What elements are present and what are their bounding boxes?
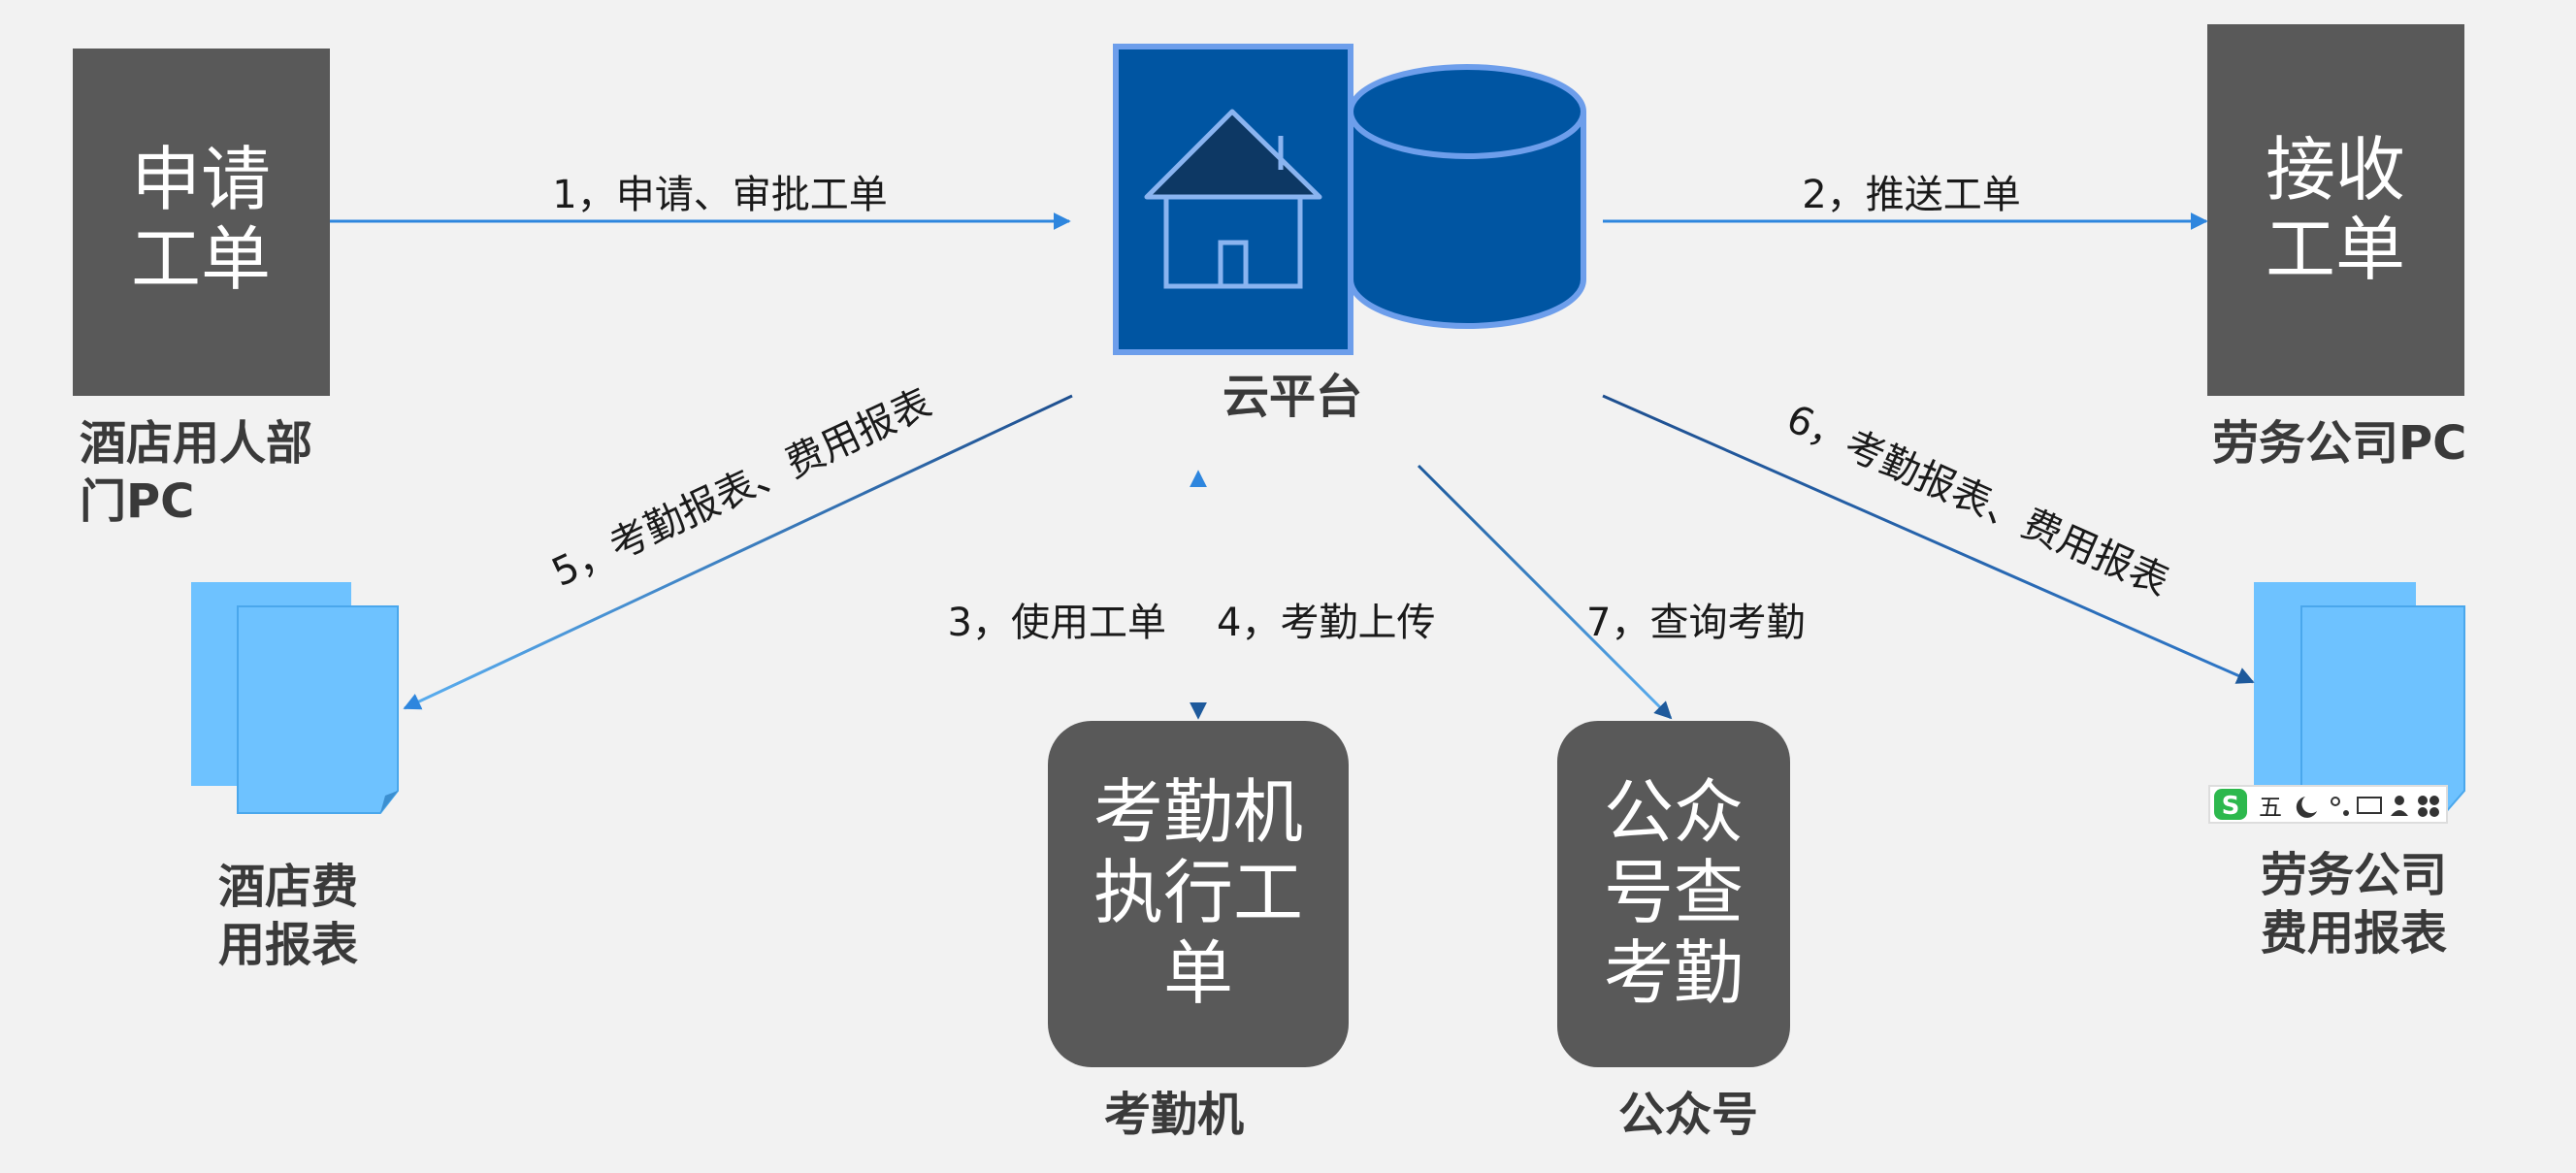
document-stack-icon xyxy=(2254,582,2465,814)
arrow-5-label: 5，考勤报表、费用报表 xyxy=(545,380,938,595)
moon-icon[interactable] xyxy=(2296,797,2317,818)
ime-logo-icon xyxy=(2214,789,2247,820)
labor-report-node: S 五 劳务公司 费用报表 xyxy=(2208,582,2465,961)
official-account-line-1: 公众 xyxy=(1604,771,1744,853)
arrow-1: 1，申请、审批工单 xyxy=(330,173,1071,230)
arrow-5: 5，考勤报表、费用报表 xyxy=(403,380,1073,710)
keyboard-icon[interactable] xyxy=(2357,797,2382,814)
attendance-machine-node: 考勤机 执行工 单 考勤机 xyxy=(1048,721,1349,1142)
ime-logo: S xyxy=(2222,792,2240,821)
attendance-machine-line-1: 考勤机 xyxy=(1093,771,1303,853)
official-account-box xyxy=(1557,721,1790,1067)
hotel-report-node: 酒店费 用报表 xyxy=(191,582,399,972)
arrow-7-label: 7，查询考勤 xyxy=(1586,601,1805,645)
ime-toolbar[interactable]: S 五 xyxy=(2208,785,2448,824)
apply-node: 申请 工单 酒店用人部 门PC xyxy=(73,49,330,529)
apply-caption-line-1: 酒店用人部 xyxy=(80,416,312,471)
labor-report-caption-line-2: 费用报表 xyxy=(2261,906,2447,961)
arrow-1-label: 1，申请、审批工单 xyxy=(552,173,887,217)
hotel-report-caption-line-2: 用报表 xyxy=(218,918,358,972)
arrow-3-4: 3，使用工单 4，考勤上传 xyxy=(948,470,1435,720)
attendance-machine-box xyxy=(1048,721,1349,1067)
user-icon[interactable] xyxy=(2395,796,2404,805)
receive-box-line-2: 工单 xyxy=(2266,209,2405,290)
arrow-2: 2，推送工单 xyxy=(1603,173,2208,230)
apply-box xyxy=(73,49,330,396)
arrow-3-label: 3，使用工单 xyxy=(948,601,1166,645)
apply-box-line-2: 工单 xyxy=(131,218,271,300)
ime-mode[interactable]: 五 xyxy=(2259,794,2282,821)
receive-box-line-1: 接收 xyxy=(2266,129,2405,211)
official-account-line-2: 号查 xyxy=(1604,852,1744,933)
official-account-node: 公众 号查 考勤 公众号 xyxy=(1557,721,1790,1142)
apply-box-line-1: 申请 xyxy=(131,139,271,220)
labor-report-caption-line-1: 劳务公司 xyxy=(2261,848,2447,902)
punctuation-icon[interactable] xyxy=(2331,797,2340,806)
document-stack-icon xyxy=(191,582,399,814)
arrow-4-label: 4，考勤上传 xyxy=(1217,601,1435,645)
attendance-machine-line-2: 执行工 xyxy=(1093,852,1303,933)
cloud-node: 云平台 xyxy=(1113,44,1586,424)
official-account-caption: 公众号 xyxy=(1618,1088,1758,1142)
receive-box xyxy=(2207,24,2464,396)
attendance-machine-caption: 考勤机 xyxy=(1104,1088,1244,1142)
hotel-report-caption-line-1: 酒店费 xyxy=(218,860,358,914)
apply-caption-line-2: 门PC xyxy=(80,474,194,529)
arrow-7: 7，查询考勤 xyxy=(1417,464,1805,720)
cloud-caption: 云平台 xyxy=(1223,370,1362,424)
database-icon xyxy=(1348,64,1586,329)
receive-node: 接收 工单 劳务公司PC xyxy=(2207,24,2466,471)
arrow-2-label: 2，推送工单 xyxy=(1802,173,2020,217)
attendance-machine-line-3: 单 xyxy=(1163,932,1233,1014)
toolbox-icon[interactable] xyxy=(2418,796,2439,817)
house-icon xyxy=(1144,109,1322,289)
official-account-line-3: 考勤 xyxy=(1604,932,1744,1014)
receive-caption: 劳务公司PC xyxy=(2212,416,2466,471)
